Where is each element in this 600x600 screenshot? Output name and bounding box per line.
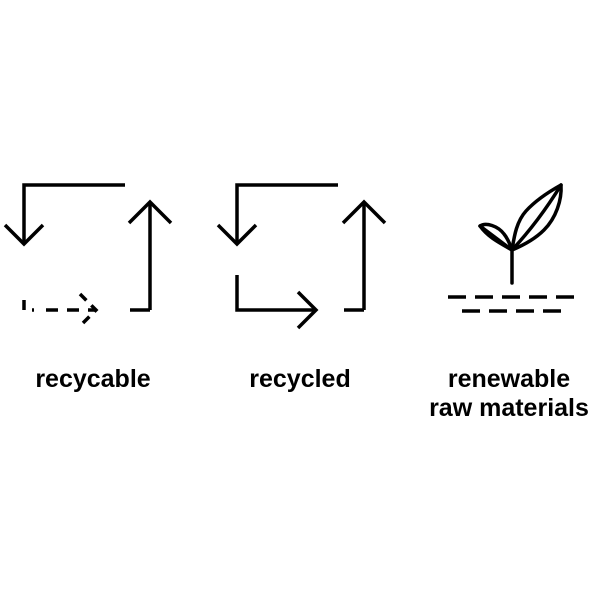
recyclable-label: recycable <box>8 365 178 394</box>
renewable-label: renewable raw materials <box>418 365 600 423</box>
renewable-label-line-2: raw materials <box>429 394 589 422</box>
renewable-label-line-1: renewable <box>447 365 571 393</box>
recyclable-icon <box>3 183 173 328</box>
recycled-icon <box>216 183 387 330</box>
recycled-label-line-1: recycled <box>249 365 351 393</box>
renewable-plant-icon <box>448 183 576 313</box>
recyclable-label-line-1: recycable <box>35 365 151 393</box>
recycled-label: recycled <box>215 365 385 394</box>
